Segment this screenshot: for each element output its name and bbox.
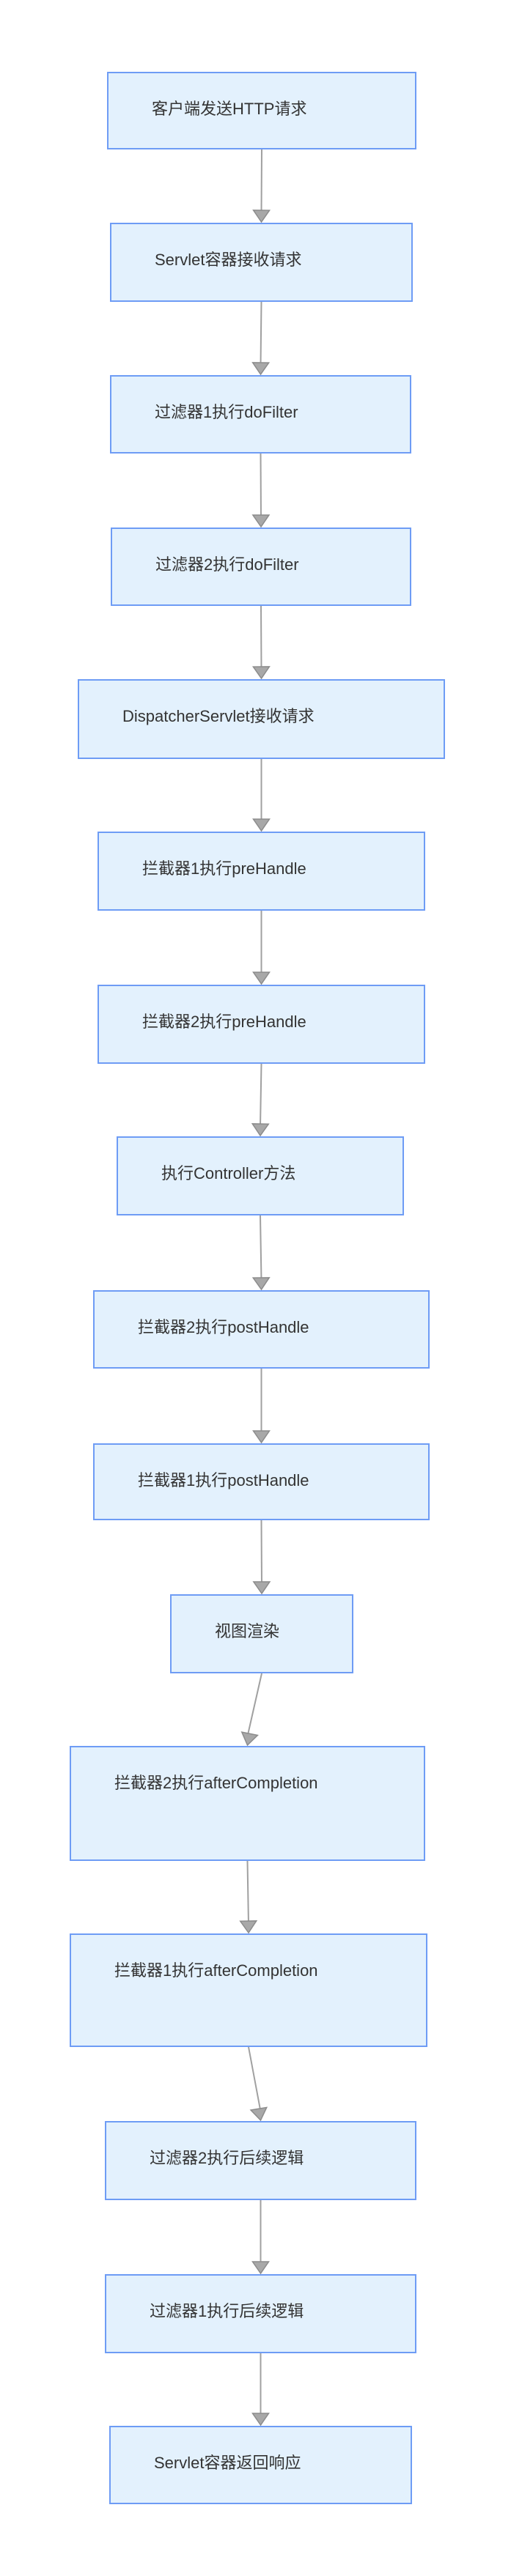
flow-node-filter2-dofilter: 过滤器2执行doFilter [111,528,411,606]
flow-node-label: 过滤器1执行doFilter [155,403,298,421]
flow-arrow [251,2200,270,2275]
flow-node-label: 过滤器1执行后续逻辑 [150,2302,304,2320]
flow-node-servlet-container-return-response: Servlet容器返回响应 [109,2426,412,2504]
flow-node-interceptor1-prehandle: 拦截器1执行preHandle [98,832,425,911]
flow-arrow [251,605,271,680]
flow-arrow [252,149,271,223]
flow-node-label: Servlet容器接收请求 [155,251,302,269]
flow-arrow [251,2353,270,2427]
flow-arrow [252,911,271,985]
flow-node-dispatcherservlet-receive-request: DispatcherServlet接收请求 [78,679,445,759]
flow-node-label: 拦截器2执行preHandle [142,1013,306,1031]
flow-node-filter1-post-logic: 过滤器1执行后续逻辑 [105,2274,416,2353]
flow-node-label: 视图渲染 [215,1622,280,1640]
flow-node-label: 拦截器1执行preHandle [142,859,306,878]
flow-arrow [251,301,271,376]
flow-arrow [251,1215,271,1291]
flow-node-label: 拦截器1执行afterCompletion [114,1961,318,1980]
flow-arrow [248,2046,268,2122]
flow-node-execute-controller-method: 执行Controller方法 [117,1136,404,1215]
flow-node-client-send-http-request: 客户端发送HTTP请求 [107,72,416,149]
flow-node-interceptor2-aftercompletion: 拦截器2执行afterCompletion [70,1746,425,1861]
flow-node-label: 拦截器2执行afterCompletion [114,1774,318,1792]
flow-node-label: 拦截器1执行postHandle [138,1471,309,1489]
flow-arrow [251,1063,270,1137]
flow-node-label: 客户端发送HTTP请求 [152,100,307,118]
flow-node-label: 执行Controller方法 [161,1164,296,1182]
flow-arrow [252,1520,271,1595]
flow-node-servlet-container-receive-request: Servlet容器接收请求 [110,223,413,302]
flow-node-interceptor1-posthandle: 拦截器1执行postHandle [93,1443,430,1520]
flow-node-interceptor1-aftercompletion: 拦截器1执行afterCompletion [70,1933,427,2047]
flow-node-interceptor2-posthandle: 拦截器2执行postHandle [93,1290,430,1369]
flow-arrow [252,1369,271,1444]
flow-node-label: 拦截器2执行postHandle [138,1318,309,1336]
flow-arrow [252,759,271,832]
flow-node-filter2-post-logic: 过滤器2执行后续逻辑 [105,2121,416,2200]
flow-node-label: 过滤器2执行后续逻辑 [150,2149,304,2167]
flow-node-filter1-dofilter: 过滤器1执行doFilter [110,375,411,454]
flow-node-label: DispatcherServlet接收请求 [122,707,315,725]
flow-node-label: 过滤器2执行doFilter [155,555,299,574]
flow-arrow [251,453,271,528]
flow-node-label: Servlet容器返回响应 [154,2454,301,2472]
flow-node-view-render: 视图渲染 [170,1594,353,1673]
flow-arrow [239,1860,258,1934]
flow-arrow [240,1673,262,1747]
flow-node-interceptor2-prehandle: 拦截器2执行preHandle [98,985,425,1064]
